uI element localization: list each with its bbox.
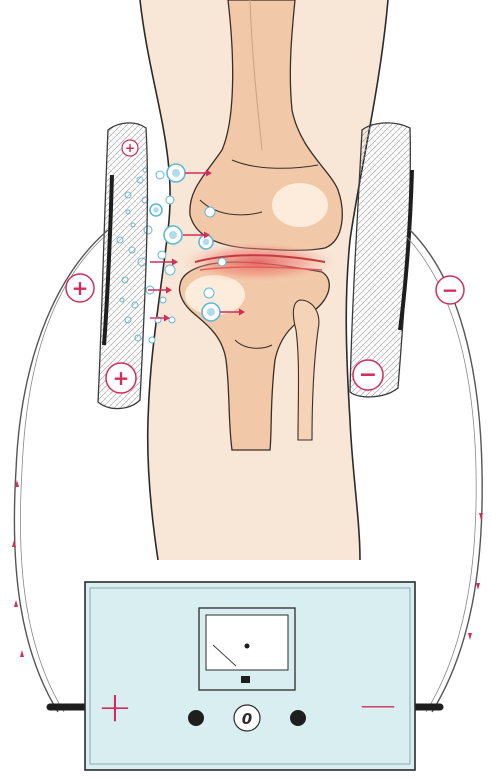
control-knob[interactable]: 0 <box>234 705 260 731</box>
ion <box>166 196 174 204</box>
current-arrow <box>468 633 472 640</box>
galvanometer-icon <box>199 608 295 690</box>
ion-core <box>172 169 180 177</box>
device-negative-symbol: — <box>360 685 396 726</box>
ion <box>169 317 175 323</box>
current-arrow <box>476 583 480 590</box>
current-arrow <box>20 650 24 657</box>
left-electrode-pad: + + <box>98 123 147 409</box>
ion <box>204 288 214 298</box>
right-wire-symbol: − <box>442 278 459 302</box>
ion <box>158 251 166 259</box>
left-terminal[interactable] <box>188 710 204 726</box>
ion <box>149 337 155 343</box>
device-positive-symbol: + <box>97 683 132 732</box>
left-electrode-symbol: + <box>113 366 130 390</box>
ion <box>205 207 215 217</box>
left-electrode-small-symbol: + <box>125 141 135 155</box>
ion <box>156 171 164 179</box>
knob-symbol: 0 <box>242 710 252 728</box>
ion-core <box>169 231 177 239</box>
galvanic-device: + — 0 <box>85 582 415 770</box>
right-wire-marker: − <box>436 276 464 304</box>
ion-core <box>203 239 209 245</box>
right-terminal[interactable] <box>290 710 306 726</box>
left-wire-marker: + <box>66 274 94 302</box>
ion-core <box>153 207 158 212</box>
ion-core <box>207 308 215 316</box>
ion <box>218 258 226 266</box>
right-electrode-symbol: − <box>359 363 377 388</box>
ion <box>165 265 175 275</box>
current-arrow <box>479 513 483 520</box>
current-arrow <box>14 600 18 607</box>
left-wire-symbol: + <box>72 276 89 300</box>
ion <box>160 297 166 303</box>
